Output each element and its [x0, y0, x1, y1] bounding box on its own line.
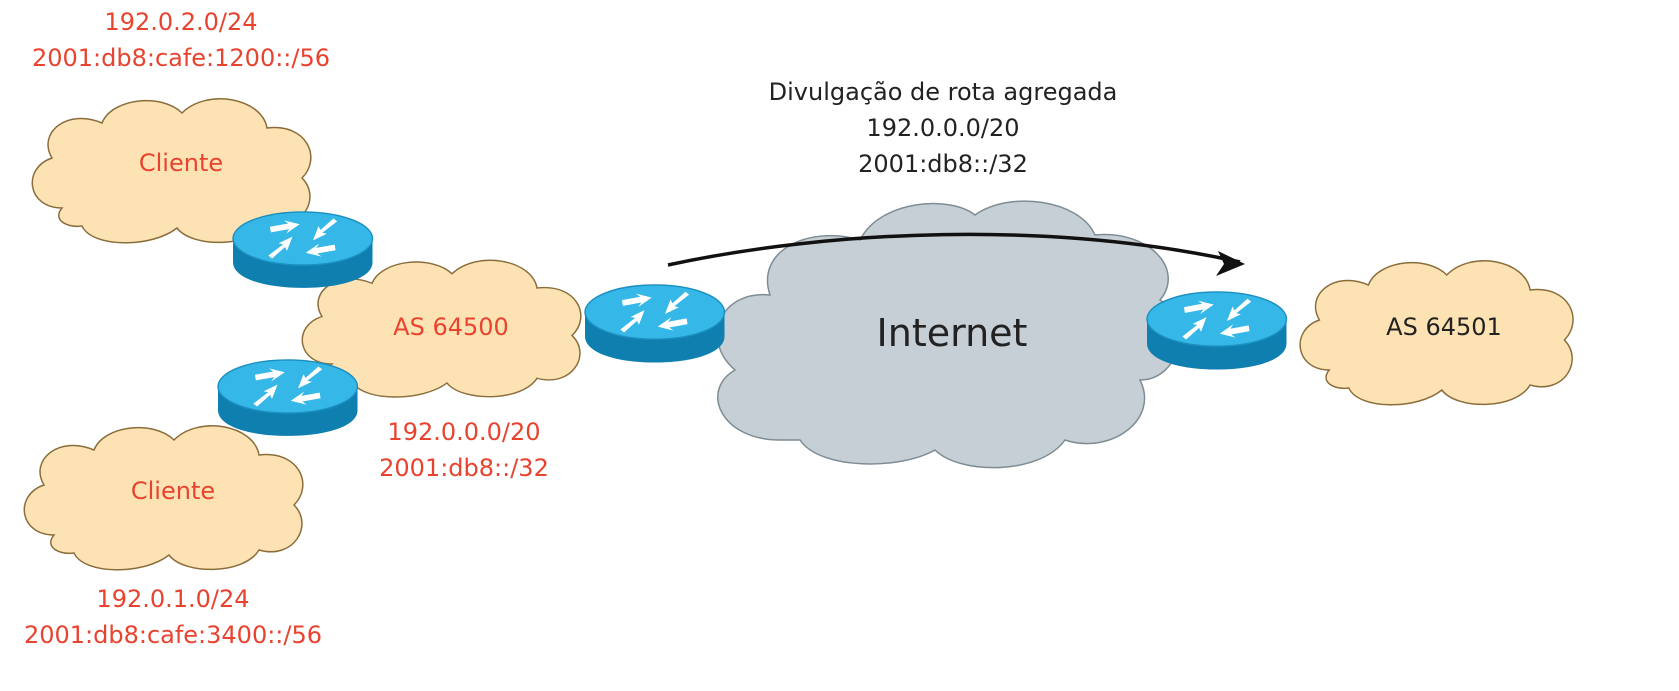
- advertisement-ipv6: 2001:db8::/32: [858, 150, 1028, 178]
- router-icon-client-bottom: [217, 359, 359, 437]
- client-bottom-ipv4: 192.0.1.0/24: [96, 585, 249, 613]
- router-icon-as-remote-edge: [1146, 291, 1288, 371]
- client-top-label: Cliente: [139, 149, 223, 177]
- as-remote-cloud: AS 64501: [1299, 260, 1574, 406]
- advertisement-ipv4: 192.0.0.0/20: [866, 114, 1019, 142]
- as-local-ipv4: 192.0.0.0/20: [387, 418, 540, 446]
- advertisement-title: Divulgação de rota agregada: [769, 78, 1118, 106]
- client-top-ipv4: 192.0.2.0/24: [104, 8, 257, 36]
- client-bottom-ipv6: 2001:db8:cafe:3400::/56: [24, 621, 322, 649]
- route-advertisement-arrow: [667, 232, 1245, 276]
- client-cloud-bottom: Cliente: [23, 425, 304, 571]
- router-icon-as-local-edge: [584, 284, 726, 364]
- as-remote-label: AS 64501: [1386, 313, 1502, 341]
- as-local-label: AS 64500: [393, 313, 509, 341]
- internet-label: Internet: [877, 311, 1028, 355]
- client-cloud-top: Cliente: [31, 98, 312, 244]
- as-local-cloud: AS 64500: [301, 259, 582, 398]
- router-icon-client-top: [232, 211, 374, 289]
- client-top-ipv6: 2001:db8:cafe:1200::/56: [32, 44, 330, 72]
- as-local-ipv6: 2001:db8::/32: [379, 454, 549, 482]
- internet-cloud: Internet: [716, 200, 1181, 469]
- client-bottom-label: Cliente: [131, 477, 215, 505]
